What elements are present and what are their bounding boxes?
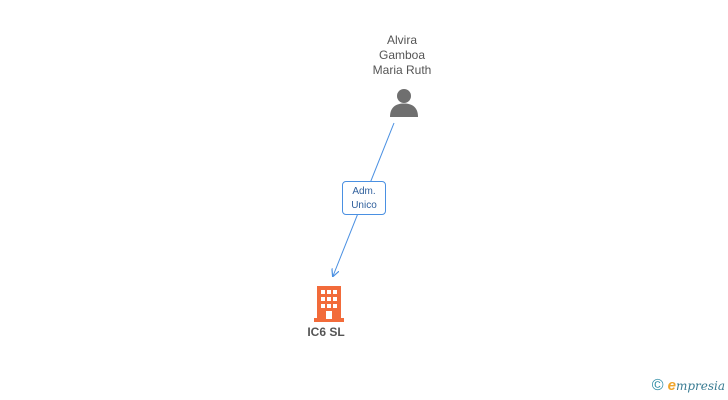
relation-role-line-1: Adm. <box>352 186 376 197</box>
person-icon[interactable] <box>388 87 420 119</box>
person-name[interactable]: Alvira Gamboa Maria Ruth <box>352 33 452 78</box>
person-name-line-2: Gamboa <box>378 48 426 62</box>
building-icon[interactable] <box>314 286 344 322</box>
person-name-line-1: Alvira <box>386 33 417 47</box>
brand-logo-text: mpresia <box>675 379 725 393</box>
company-name[interactable]: IC6 SL <box>307 325 345 339</box>
copyright-symbol: © <box>651 377 664 394</box>
relation-role-label[interactable]: Adm. Unico <box>342 181 386 215</box>
brand-logo: empresia <box>668 377 725 395</box>
person-name-line-3: Maria Ruth <box>372 63 432 77</box>
brand-logo-initial: e <box>667 377 676 394</box>
brand-watermark: © empresia <box>652 377 725 395</box>
relation-role-line-2: Unico <box>351 200 377 211</box>
